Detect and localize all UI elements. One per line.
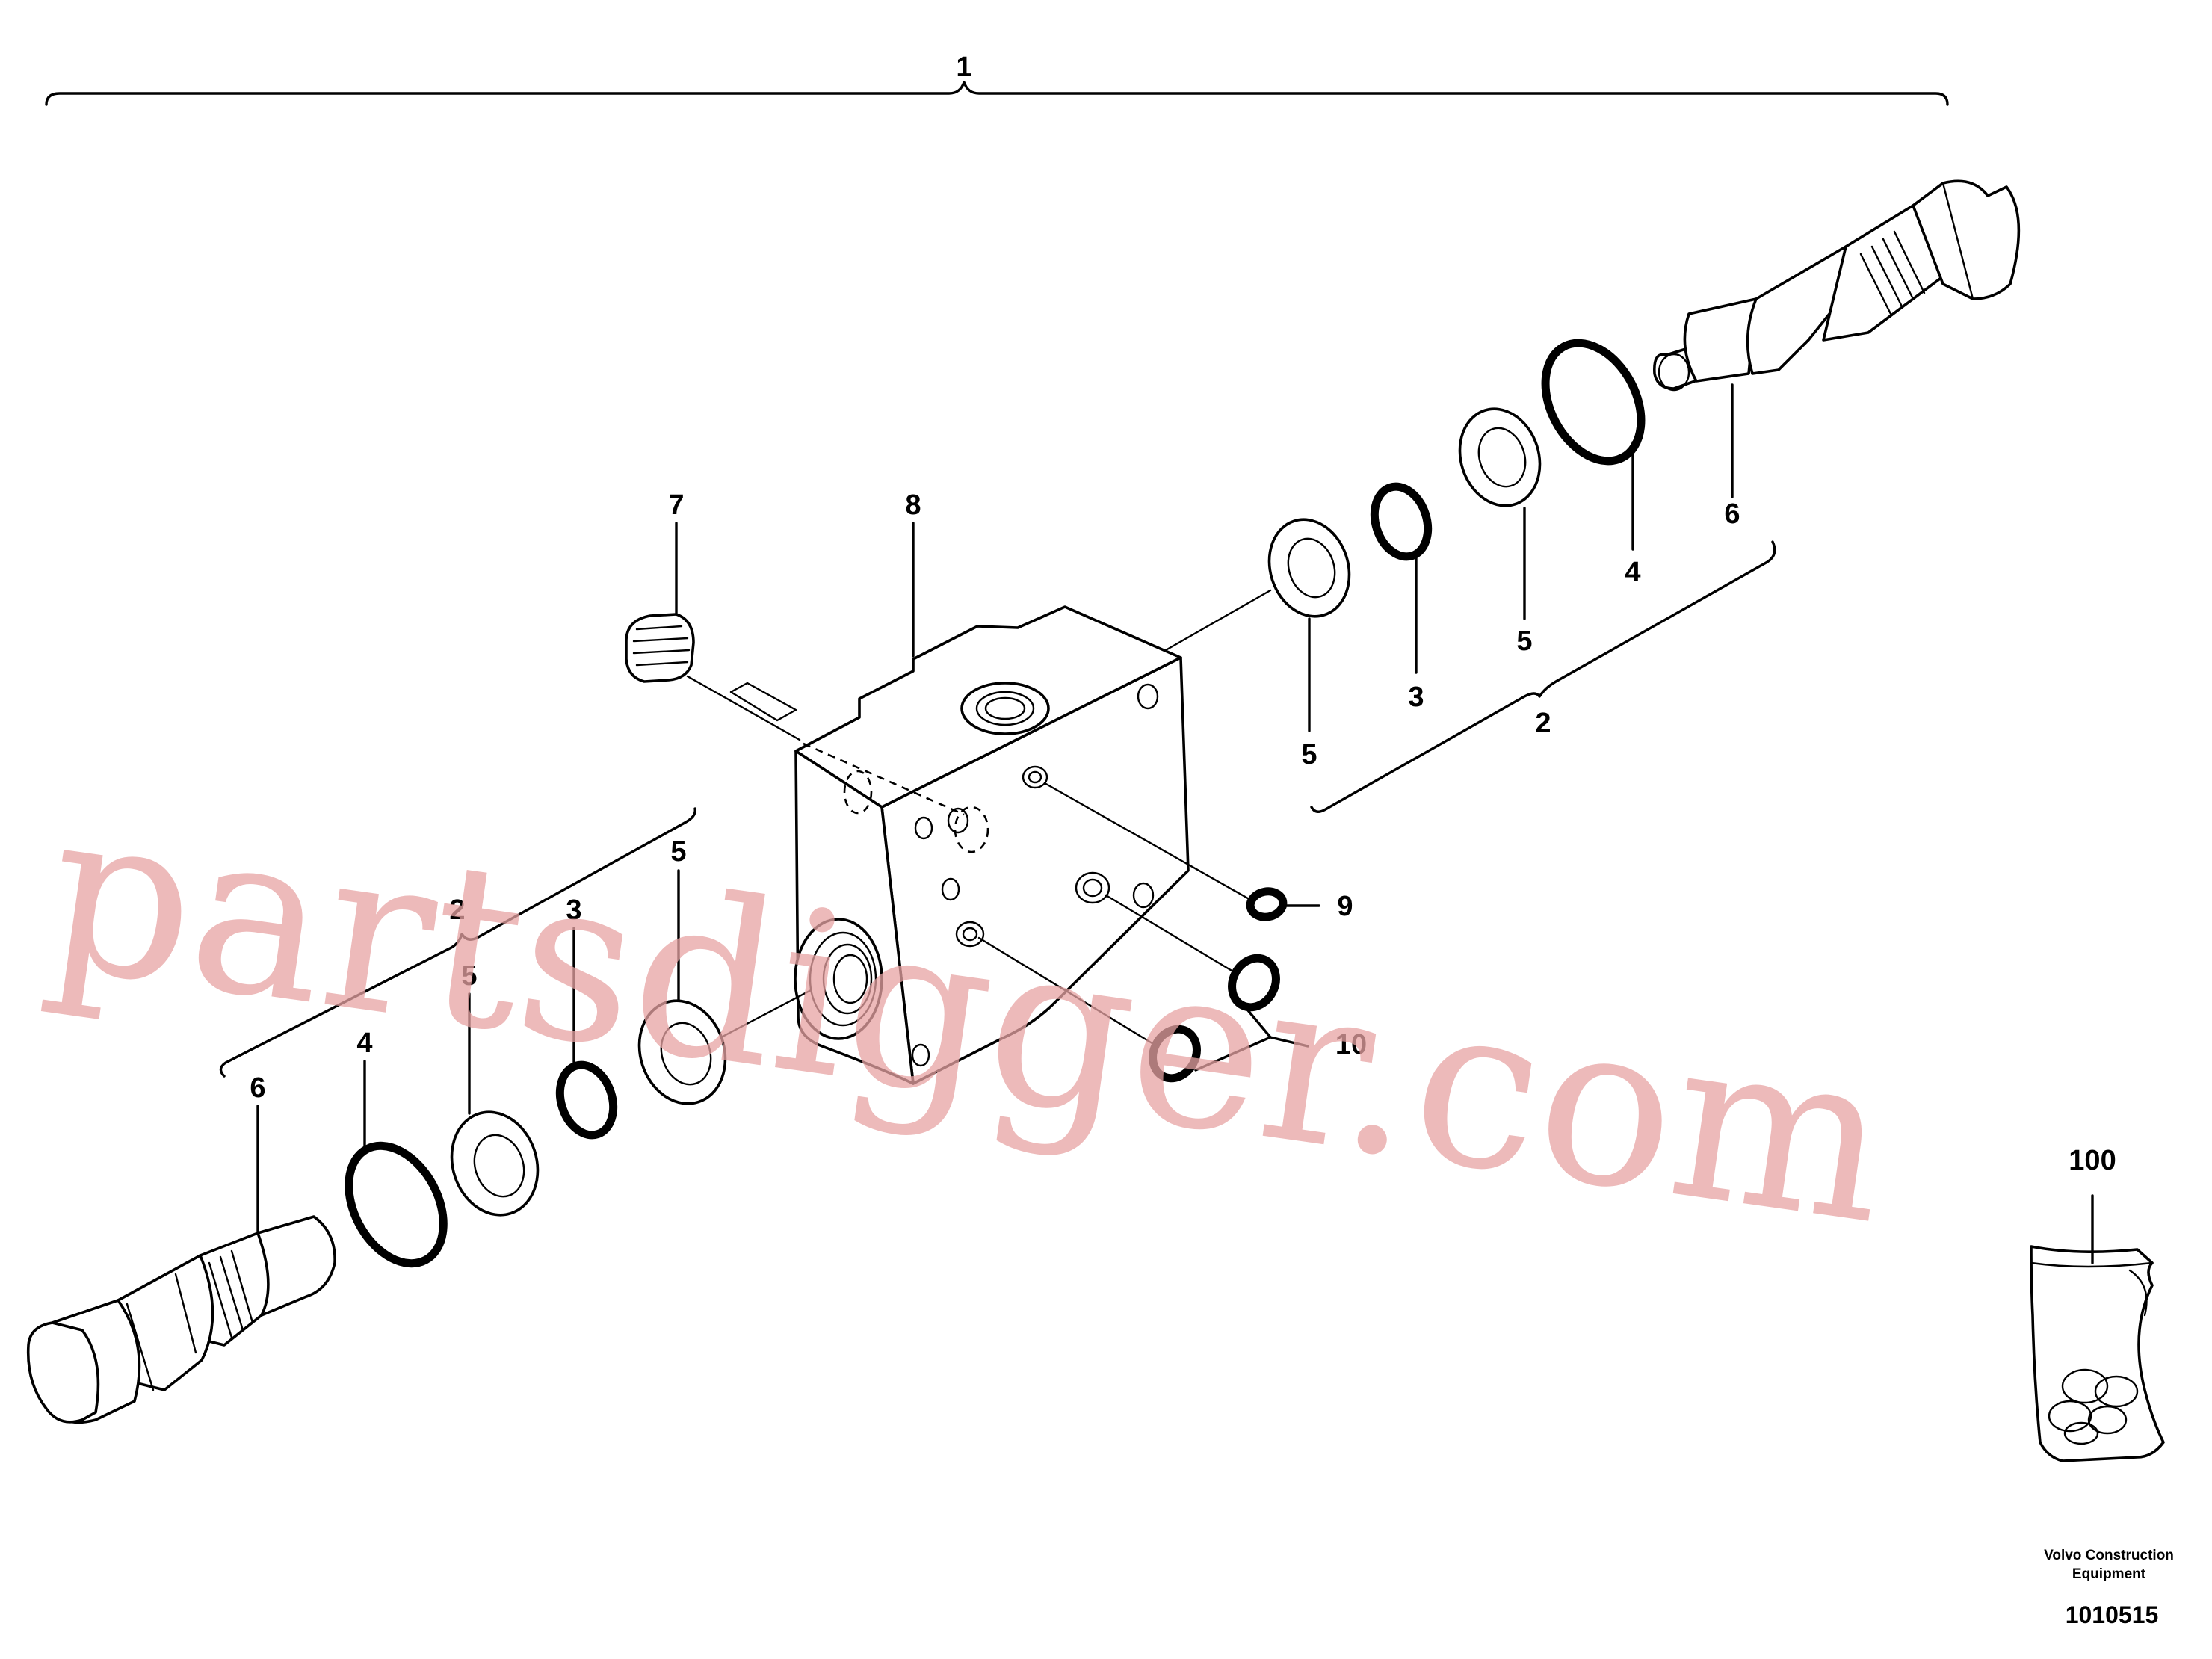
- footer-credit-line1: Volvo Construction: [2044, 1548, 2174, 1563]
- drawing-number: 1010515: [2066, 1601, 2159, 1628]
- callout-backup-ring-outer-left: 5: [461, 960, 477, 992]
- o-ring-large-right: [1541, 339, 1646, 466]
- backup-ring-outer-left: [450, 1110, 540, 1217]
- callout-seal-kit-right: 2: [1535, 708, 1551, 739]
- backup-ring-inner-right: [1267, 518, 1351, 618]
- relief-valve-left: 6: [26, 1072, 336, 1424]
- relief-valve-right: 6: [1653, 179, 2021, 530]
- callout-seal-kit-left: 2: [449, 895, 465, 926]
- seal-kit-bracket-left: 2: [219, 807, 696, 1078]
- callout-o-ring-large-left: 4: [356, 1028, 372, 1059]
- assembly-bracket: 1: [45, 52, 1949, 106]
- callout-backup-ring-inner-left: 5: [670, 836, 686, 868]
- plug: 7: [625, 489, 801, 741]
- o-ring-small-left: [555, 1060, 618, 1140]
- callout-o-ring-small-left: 3: [566, 895, 581, 926]
- callout-o-ring-large-right: 4: [1625, 557, 1640, 588]
- valve-body: 8: [794, 489, 1190, 1085]
- callout-plug: 7: [668, 489, 684, 521]
- o-rings-lower: 10: [977, 894, 1367, 1083]
- callout-relief-valve-left: 6: [250, 1072, 265, 1104]
- footer: Volvo Construction Equipment 1010515: [2044, 1548, 2174, 1628]
- seal-set-left: 5 3 5 4: [345, 836, 812, 1268]
- seal-kit-bag: 100: [2030, 1145, 2165, 1462]
- footer-credit-line2: Equipment: [2072, 1566, 2146, 1582]
- callout-valve-body: 8: [905, 489, 921, 521]
- callout-o-rings-lower: 10: [1335, 1029, 1367, 1060]
- callout-backup-ring-outer-right: 5: [1516, 625, 1532, 657]
- callout-relief-valve-right: 6: [1724, 498, 1740, 530]
- callout-backup-ring-inner-right: 5: [1301, 739, 1317, 770]
- callout-o-ring-small-right: 3: [1408, 682, 1424, 713]
- seal-kit-bracket-right: 2: [1310, 540, 1776, 813]
- backup-ring-outer-right: [1458, 407, 1542, 507]
- seal-set-right: 4 5 3 5: [1164, 339, 1646, 770]
- o-ring-large-left: [345, 1141, 448, 1268]
- o-ring-port: 9: [1043, 782, 1353, 922]
- callout-seal-bag: 100: [2069, 1145, 2116, 1176]
- o-ring-small-right: [1370, 482, 1433, 561]
- callout-o-ring-port: 9: [1337, 891, 1353, 922]
- callout-assembly: 1: [956, 52, 971, 83]
